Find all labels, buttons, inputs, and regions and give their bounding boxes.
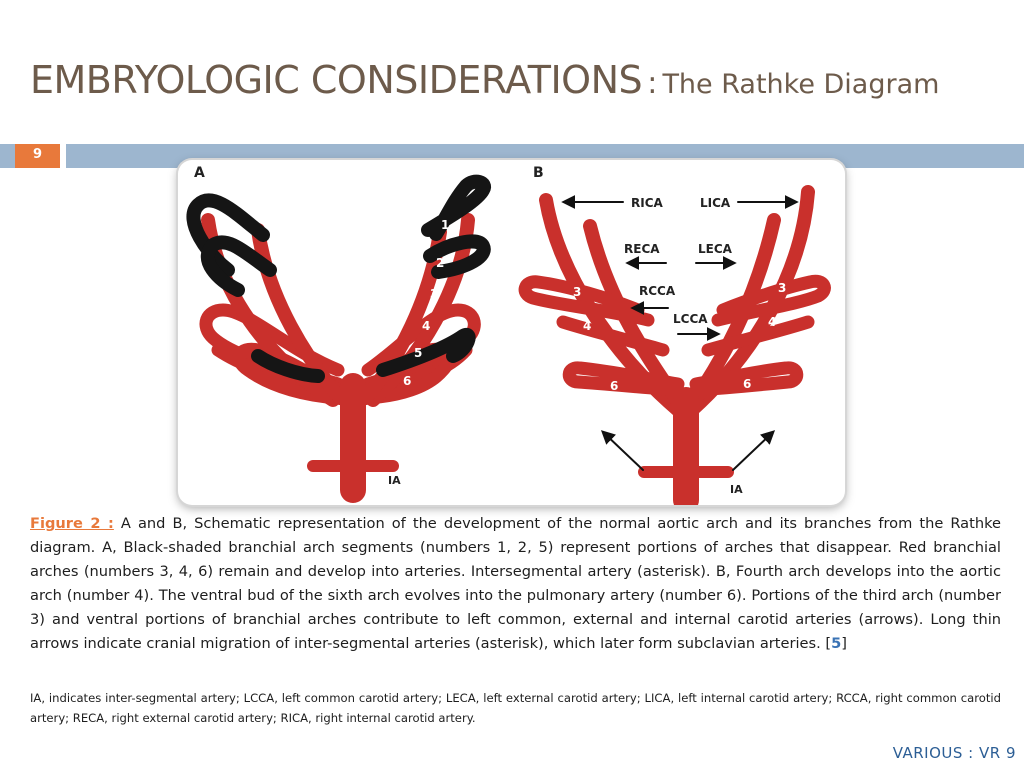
panel-b-left-number-4: 4 (768, 315, 776, 329)
panel-a-number-6: 6 (403, 374, 411, 388)
slide-footer: VARIOUS : VR 9 (892, 744, 1016, 762)
panel-b-right-number-6: 6 (610, 379, 618, 393)
rathke-diagram-figure: A 1 2 3 4 5 6 * IA (178, 160, 845, 505)
title-subtitle: The Rathke Diagram (662, 69, 940, 100)
panel-a-letter: A (194, 165, 205, 181)
reference-open: [ (825, 635, 832, 652)
label-leca: LECA (698, 242, 733, 256)
panel-b-right-arch-6 (562, 361, 685, 397)
panel-a-left-arch-5 (251, 349, 325, 383)
panel-a-number-5: 5 (414, 346, 422, 360)
header-bar-left (0, 144, 15, 168)
panel-b-left-migration-arrow (732, 430, 776, 471)
panel-a-left-dorsal-aorta-inner (251, 223, 347, 405)
panel-b-right-number-4: 4 (583, 319, 591, 333)
panel-a-number-3: 3 (430, 287, 438, 301)
title-main: EMBRYOLOGIC CONSIDERATIONS (30, 58, 643, 102)
panel-b-ia-label: IA (730, 483, 743, 496)
panel-b-letter: B (533, 165, 544, 181)
panel-a-right-arch-2 (423, 234, 491, 279)
panel-b-asterisk: * (711, 480, 718, 494)
figure-caption: Figure 2 : A and B, Schematic representa… (30, 512, 1001, 656)
panel-a-left-arch-2 (200, 235, 277, 297)
panel-a-asterisk: * (368, 473, 375, 487)
reference-close: ] (841, 635, 847, 652)
label-lcca: LCCA (673, 312, 708, 326)
panel-b-left-arch-6 (689, 361, 804, 397)
panel-b-right-arch-4 (556, 315, 670, 357)
slide-title: EMBRYOLOGIC CONSIDERATIONS : The Rathke … (30, 58, 939, 102)
panel-b-left-number-6: 6 (743, 377, 751, 391)
panel-a: A 1 2 3 4 5 6 * IA (186, 165, 491, 503)
figure-label: Figure 2 : (30, 515, 114, 532)
panel-a-right-arch-5 (376, 327, 476, 377)
panel-b: B RICA LICA RECA LECA RCCA LCCA 3 4 6 3 … (518, 165, 831, 505)
caption-text: A and B, Schematic representation of the… (30, 515, 1001, 652)
panel-a-right-arch-1 (421, 174, 491, 241)
abbreviations-note: IA, indicates inter-segmental artery; LC… (30, 691, 1001, 725)
panel-a-number-2: 2 (436, 256, 444, 270)
label-rcca: RCCA (639, 284, 676, 298)
label-rica: RICA (631, 196, 664, 210)
rathke-diagram: A 1 2 3 4 5 6 * IA (186, 165, 831, 505)
panel-a-number-4: 4 (422, 319, 430, 333)
panel-b-right-migration-arrow (600, 430, 644, 471)
title-separator: : (647, 66, 658, 101)
panel-a-number-1: 1 (441, 218, 449, 232)
panel-b-right-arch-3 (518, 275, 655, 327)
label-reca: RECA (624, 242, 660, 256)
page-number: 9 (15, 144, 60, 168)
panel-b-left-number-3: 3 (778, 281, 786, 295)
label-lica: LICA (700, 196, 731, 210)
reference-link[interactable]: 5 (831, 635, 842, 652)
panel-b-left-arch-3 (711, 274, 831, 327)
panel-b-right-number-3: 3 (573, 285, 581, 299)
panel-b-left-arch-4 (701, 315, 815, 357)
panel-a-ia-label: IA (388, 474, 401, 487)
